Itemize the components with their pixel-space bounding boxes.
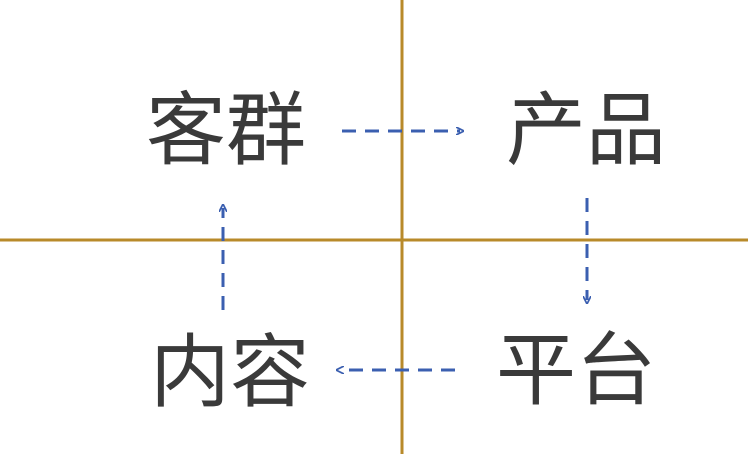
label-kequn: 客群 [146, 84, 306, 177]
label-pingtai: 平台 [496, 324, 656, 417]
label-chanpin: 产品 [506, 84, 666, 177]
label-neirong: 内容 [150, 326, 310, 419]
